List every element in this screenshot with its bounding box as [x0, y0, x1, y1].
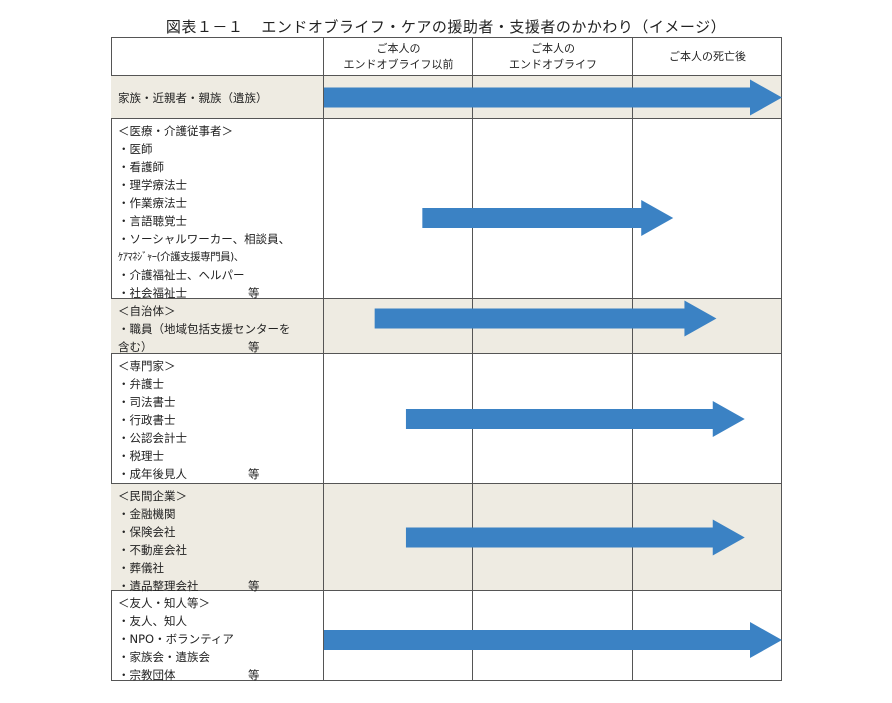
category-heading: ＜友人・知人等＞ [118, 596, 210, 610]
row-cell-specialist-3 [633, 354, 782, 484]
row-label-item: ・成年後見人等 [118, 467, 260, 481]
etc-marker: 等 [248, 286, 260, 300]
column-header-line2: エンドオブライフ以前 [343, 57, 454, 71]
arrow-medical [422, 200, 674, 236]
row-label-item: ・職員（地域包括支援センターを [118, 322, 291, 336]
column-header-label: ご本人のエンドオブライフ以前 [324, 37, 473, 76]
row-label-item: ・弁護士 [118, 377, 164, 391]
row-label-item: ・NPO・ボランティア [118, 632, 234, 646]
row-label-cell-family [111, 76, 324, 119]
row-label-item: ・介護福祉士、ヘルパー [118, 268, 245, 282]
row-label-cell-private [111, 484, 324, 591]
figure-title-text: エンドオブライフ・ケアの援助者・支援者のかかわり（イメージ） [261, 18, 727, 36]
row-label-item: 含む）等 [118, 340, 260, 354]
row-label-item: ・医師 [118, 142, 153, 156]
etc-marker: 等 [248, 340, 260, 354]
row-label-item: ・葬儀社 [118, 561, 164, 575]
arrow-family [324, 79, 782, 116]
row-label-family: 家族・近親者・親族（遺族） [118, 89, 268, 107]
arrow-friends [324, 622, 782, 658]
row-label-item: ・公認会計士 [118, 431, 187, 445]
row-cell-friends-3 [633, 591, 782, 681]
category-heading: ＜自治体＞ [118, 304, 176, 318]
figure-number: 図表１－１ [165, 18, 244, 36]
category-heading: ＜民間企業＞ [118, 489, 187, 503]
etc-marker: 等 [248, 579, 260, 593]
row-label-cell-municipality [111, 299, 324, 354]
row-label-item: ・宗教団体等 [118, 668, 260, 682]
column-header-1: ご本人のエンドオブライフ以前 [324, 37, 473, 76]
row-label-item: ・税理士 [118, 449, 164, 463]
row-label-specialist: ＜専門家＞ ・弁護士・司法書士・行政書士・公認会計士・税理士・成年後見人等 [118, 357, 260, 483]
row-label-cell-medical [111, 119, 324, 299]
category-heading: ＜医療・介護従事者＞ [118, 124, 233, 138]
row-label-item: ・行政書士 [118, 413, 176, 427]
row-label-item: ・社会福祉士等 [118, 286, 260, 300]
row-label-municipality: ＜自治体＞ ・職員（地域包括支援センターを含む）等 [118, 302, 291, 356]
category-heading: ＜専門家＞ [118, 359, 176, 373]
row-label-item: ・看護師 [118, 160, 164, 174]
row-label-item: ・司法書士 [118, 395, 176, 409]
column-header-3: ご本人の死亡後 [633, 37, 782, 76]
column-header-line1: ご本人の死亡後 [669, 49, 746, 63]
row-label-private: ＜民間企業＞ ・金融機関・保険会社・不動産会社・葬儀社・遺品整理会社等 [118, 487, 260, 595]
row-label-item: ・金融機関 [118, 507, 176, 521]
row-cell-medical-3 [633, 119, 782, 299]
row-label-friends: ＜友人・知人等＞ ・友人、知人・NPO・ボランティア・家族会・遺族会・宗教団体等 [118, 594, 260, 684]
row-label-item: 家族・近親者・親族（遺族） [118, 91, 268, 105]
etc-marker: 等 [248, 668, 260, 682]
row-label-item: ・友人、知人 [118, 614, 187, 628]
row-label-item: ｹｱﾏﾈｼﾞｬｰ(介護支援専門員)、 [118, 251, 244, 263]
column-header-line1: ご本人の [531, 41, 575, 55]
row-label-item: ・保険会社 [118, 525, 176, 539]
column-header-label: ご本人の死亡後 [633, 37, 782, 76]
row-label-cell-specialist [111, 354, 324, 484]
table-frame [111, 37, 782, 681]
row-label-item: ・遺品整理会社等 [118, 579, 260, 593]
etc-marker: 等 [248, 467, 260, 481]
arrow-specialist [405, 401, 745, 437]
row-label-item: ・言語聴覚士 [118, 214, 187, 228]
row-label-item: ・ソーシャルワーカー、相談員、 [118, 232, 291, 246]
row-label-medical: ＜医療・介護従事者＞ ・医師・看護師・理学療法士・作業療法士・言語聴覚士・ソーシャ… [118, 122, 290, 302]
arrow-private [405, 519, 745, 556]
header-blank-cell [111, 37, 324, 76]
row-label-item: ・作業療法士 [118, 196, 187, 210]
column-header-line2: エンドオブライフ [509, 57, 597, 71]
row-label-cell-friends [111, 591, 324, 681]
column-header-line1: ご本人の [376, 41, 421, 55]
row-label-item: ・家族会・遺族会 [118, 650, 210, 664]
arrow-municipality [374, 300, 717, 337]
column-header-label: ご本人のエンドオブライフ [473, 37, 633, 76]
figure-title: 図表１－１ エンドオブライフ・ケアの援助者・支援者のかかわり（イメージ） [0, 16, 892, 37]
row-label-item: ・理学療法士 [118, 178, 187, 192]
column-header-2: ご本人のエンドオブライフ [473, 37, 633, 76]
row-label-item: ・不動産会社 [118, 543, 187, 557]
